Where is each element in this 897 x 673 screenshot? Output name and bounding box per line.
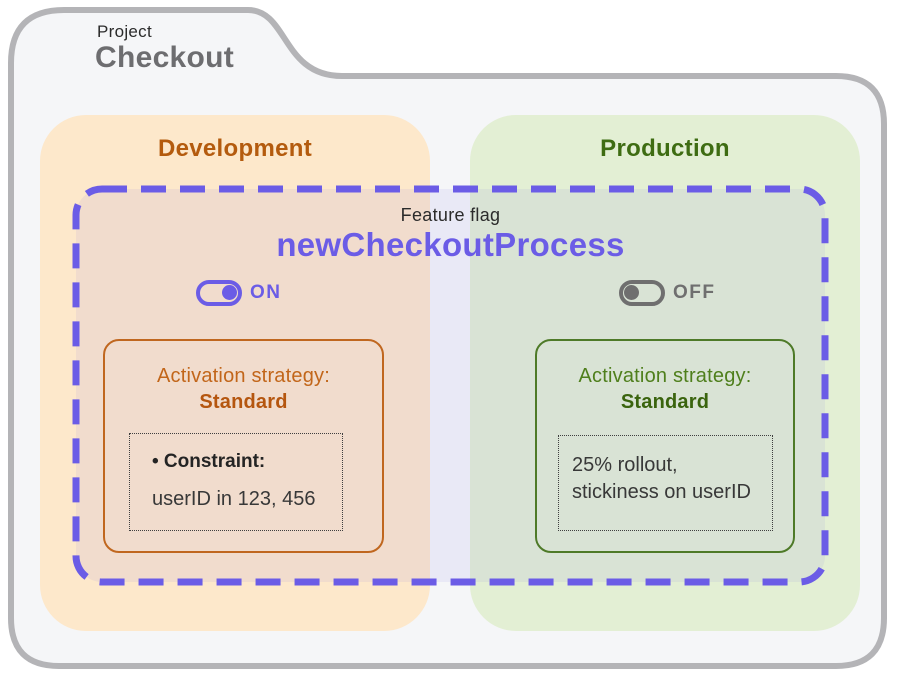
switch-knob (624, 285, 639, 300)
constraint-title: • Constraint: (152, 451, 266, 472)
rollout-line-1: 25% rollout, (572, 454, 678, 476)
strategy-box-development: Activation strategy: Standard • Constrai… (103, 339, 384, 553)
constraint-box: • Constraint: userID in 123, 456 (129, 433, 343, 531)
strategy-title: Activation strategy: (157, 365, 330, 387)
project-title: Checkout (95, 41, 235, 74)
toggle-development[interactable]: ON (196, 280, 282, 306)
environment-development-title: Development (157, 135, 312, 162)
rollout-line-2: stickiness on userID (572, 481, 751, 503)
project-label: Project (97, 22, 153, 41)
constraint-value: userID in 123, 456 (152, 488, 316, 510)
switch-off-icon[interactable] (619, 280, 665, 306)
feature-flag-label: Feature flag (400, 205, 501, 225)
toggle-development-state: ON (250, 282, 282, 303)
strategy-type: Standard (199, 391, 288, 413)
environment-production-title: Production (600, 135, 730, 162)
toggle-production[interactable]: OFF (619, 280, 716, 306)
strategy-type: Standard (620, 391, 710, 413)
switch-knob (222, 285, 237, 300)
toggle-production-state: OFF (673, 282, 716, 303)
feature-flag-name: newCheckoutProcess (276, 226, 625, 263)
strategy-title: Activation strategy: (578, 365, 752, 387)
rollout-box: 25% rollout, stickiness on userID (558, 435, 773, 531)
strategy-box-production: Activation strategy: Standard 25% rollou… (535, 339, 795, 553)
switch-on-icon[interactable] (196, 280, 242, 306)
